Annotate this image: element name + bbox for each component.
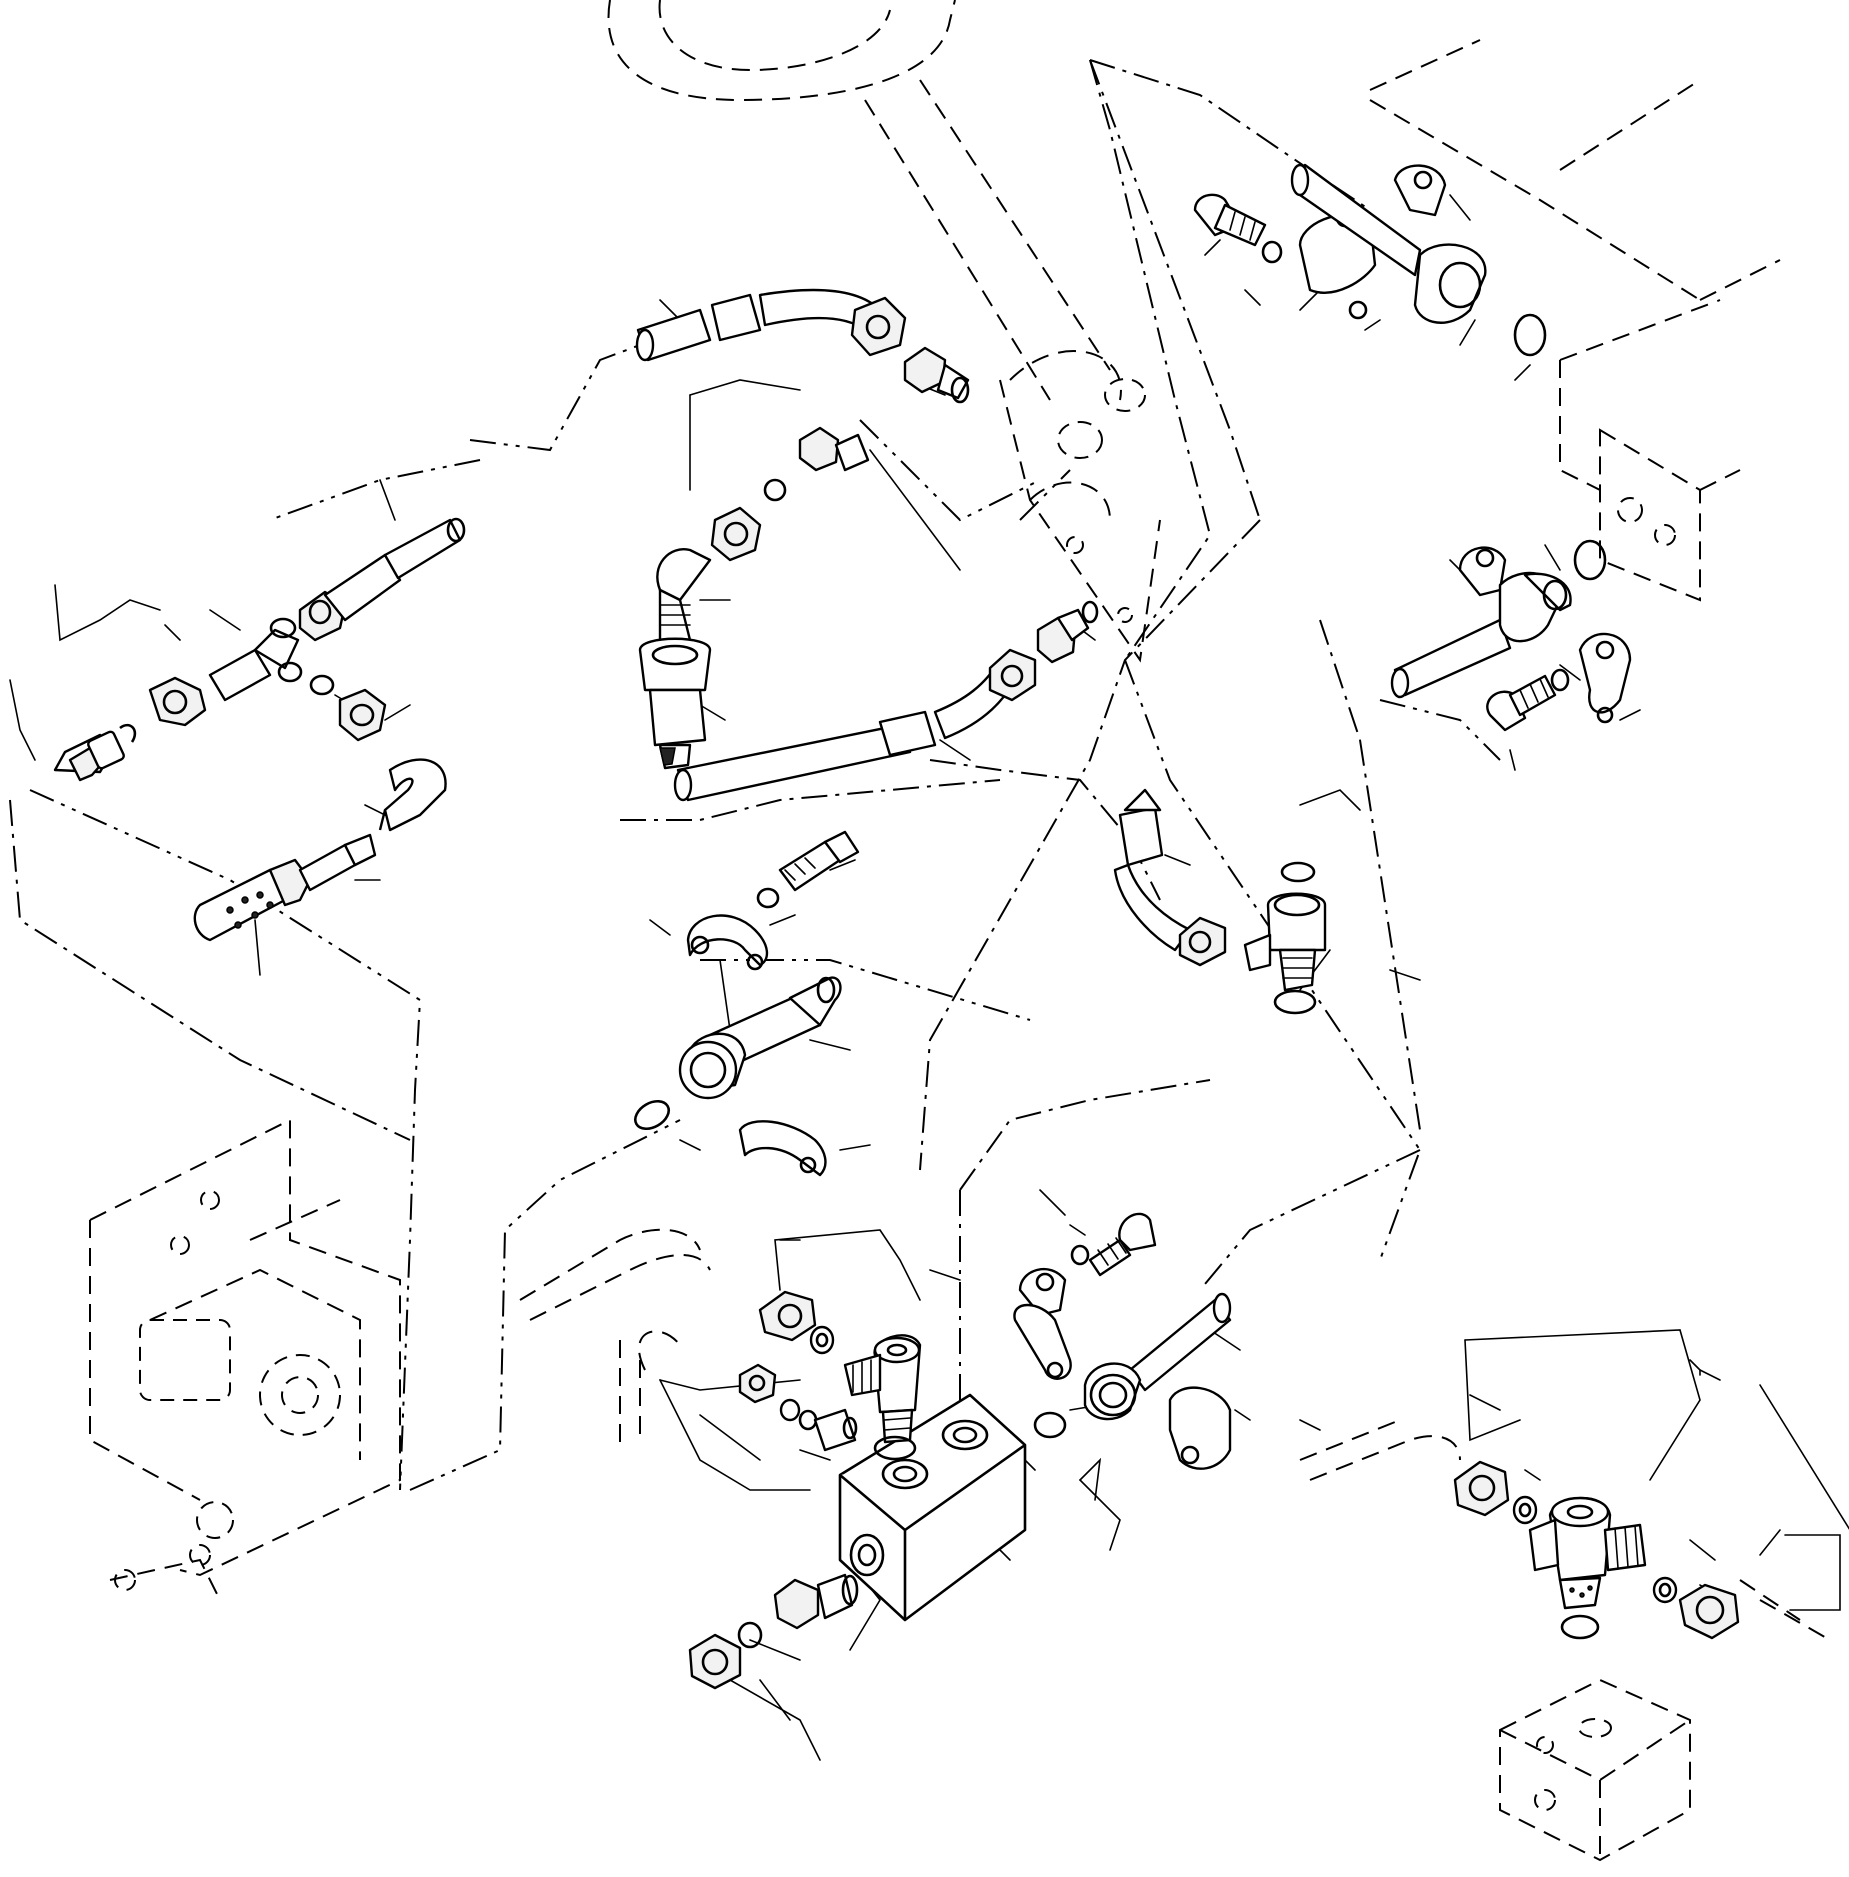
left-fitting-group: [53, 517, 466, 942]
quick-coupler-body: [638, 637, 712, 770]
elbow-nut: [338, 688, 387, 742]
split-flange-lower-center: [738, 1120, 827, 1177]
coupler-elbow: [656, 548, 712, 642]
steering-column-phantom: [864, 79, 1161, 663]
lower-right-tee-group: [1453, 1460, 1740, 1640]
tee-nut-right: [1678, 1583, 1740, 1640]
upper-adapter-block: [738, 1363, 777, 1404]
tee-fitting: [208, 617, 303, 702]
split-flange-lower-a: [1013, 1268, 1072, 1380]
coupler-ball: [763, 478, 787, 502]
center-flange-group: [633, 830, 860, 1177]
coupler-adapter: [798, 426, 870, 472]
pressure-switch-sender: [193, 833, 377, 942]
tee-sleeve: [1512, 1495, 1538, 1525]
long-tube-lower: [673, 658, 1022, 802]
tee-sleeve-right: [1652, 1576, 1678, 1604]
right-flange-group: [1390, 539, 1632, 732]
split-flange-upper-right-b: [1393, 164, 1447, 217]
split-flange-upper-center: [686, 914, 769, 971]
upper-union-sleeve: [809, 1325, 835, 1355]
upper-adapter: [903, 346, 970, 404]
lower-adapter: [1036, 600, 1099, 664]
upper-swivel-nut: [850, 296, 907, 357]
split-flange-lower-b: [1168, 1386, 1232, 1470]
lockwasher-upper-right: [1261, 240, 1283, 264]
lower-right-flange-group: [1013, 1212, 1232, 1470]
run-tee-body: [1528, 1496, 1647, 1610]
o-ring-tee: [1560, 1614, 1600, 1640]
swivel-nut: [148, 676, 207, 727]
lockwasher-right: [1550, 668, 1570, 692]
side-ball-block: [737, 1621, 763, 1649]
tee-nut-upper: [1453, 1460, 1510, 1517]
right-mid-elbow-group: [1113, 788, 1327, 1015]
o-ring-upper-right: [1513, 313, 1547, 357]
coupler-nut: [710, 506, 762, 562]
side-adapter-block: [773, 1573, 859, 1630]
upper-union-nut: [758, 1290, 817, 1342]
flanged-tube-lower: [1083, 1292, 1232, 1421]
split-flange-right-b: [1578, 632, 1632, 724]
switch-knurl: [226, 891, 274, 929]
o-ring-center: [633, 1099, 671, 1131]
check-valve-tee: [843, 1334, 922, 1444]
valve-bank-phantom-left: [89, 1118, 401, 1601]
split-flange-right-a: [1458, 546, 1507, 597]
small-o-ring: [309, 674, 335, 696]
pressure-line-phantom-right: [1299, 1419, 1831, 1641]
straight-adapter-fitting: [53, 723, 137, 782]
capscrew-upper-right: [1193, 193, 1267, 247]
hose-end-connector: [298, 517, 466, 642]
elbow-nut-right: [1178, 916, 1227, 967]
top-center-hose: [635, 288, 970, 404]
lower-adapter-chain: [779, 1398, 858, 1452]
flanged-tube-center: [678, 976, 842, 1100]
flange-capscrew-center: [778, 830, 860, 892]
tube-sleeve-right: [1113, 788, 1192, 952]
quick-coupler-group: [638, 426, 1099, 802]
capscrew-lower: [1088, 1212, 1157, 1277]
mounting-block-phantom-lower-right: [1499, 1678, 1691, 1862]
tee-block-right: [1243, 861, 1327, 1015]
lower-swivel-nut: [988, 648, 1037, 702]
hose-end-upper: [635, 288, 882, 362]
o-ring-right: [1573, 539, 1607, 581]
side-nut-block: [688, 1633, 742, 1690]
lockwasher-center: [756, 887, 780, 909]
return-hose-phantom-center: [519, 1228, 711, 1450]
flanged-tube-right: [1390, 571, 1572, 699]
steering-wheel-phantom: [607, 0, 956, 102]
capscrew-right: [1486, 674, 1557, 732]
cab-frame-phantom-top-right: [1369, 39, 1781, 602]
flanged-tube-upper-right: [1290, 163, 1487, 324]
o-ring-lower: [1033, 1411, 1067, 1439]
manifold-block: [838, 1393, 1027, 1622]
seal-washer-block: [873, 1435, 917, 1461]
lockwasher-lower: [1070, 1244, 1090, 1266]
lower-center-block-group: [688, 1290, 1027, 1690]
upper-right-flange-group: [1193, 163, 1547, 357]
bent-tube: [378, 758, 447, 832]
